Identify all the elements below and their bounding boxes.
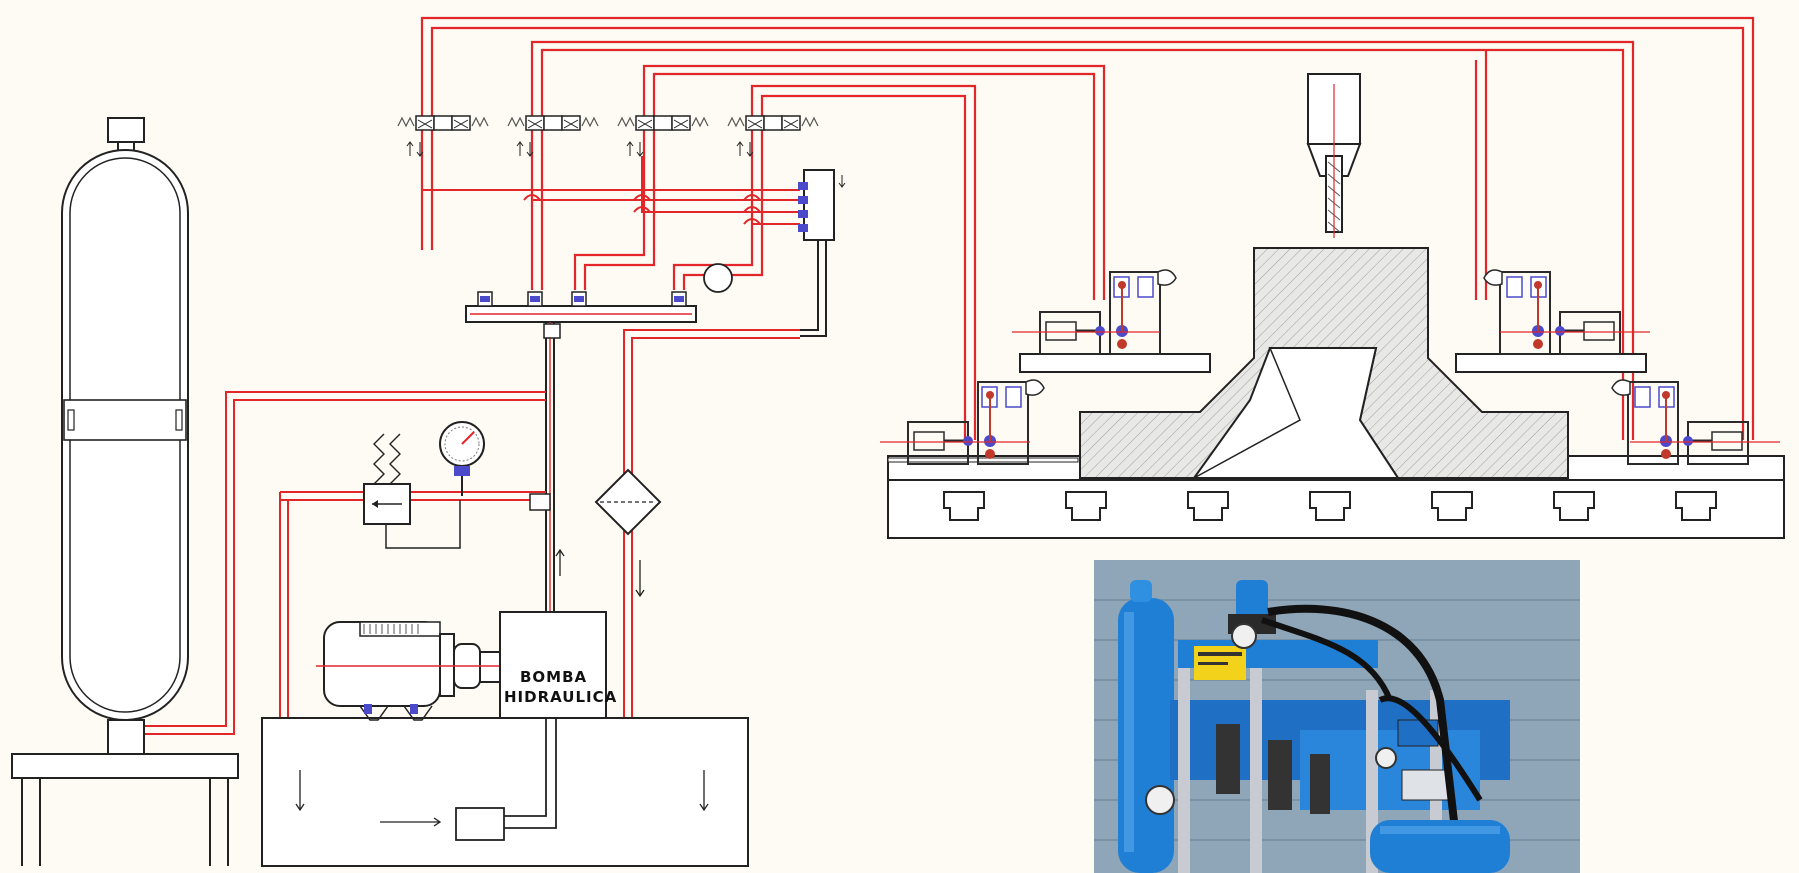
hydraulic-pump: BOMBA HIDRAULICA bbox=[499, 611, 617, 719]
pump-label-line1: BOMBA bbox=[520, 668, 587, 686]
hydraulic-lines-upper bbox=[420, 16, 1755, 440]
pressure-gauge-icon bbox=[439, 421, 485, 496]
valve-bank bbox=[397, 115, 819, 157]
clamp-units bbox=[880, 268, 1780, 466]
clamp-supports bbox=[887, 353, 1647, 463]
pressure-manifold bbox=[465, 263, 733, 323]
oil-tank bbox=[261, 717, 749, 867]
accumulator-line bbox=[144, 391, 546, 735]
cutting-tool bbox=[1306, 73, 1362, 238]
supply-pipe bbox=[543, 322, 565, 612]
workpiece bbox=[1079, 247, 1569, 479]
hydraulic-lines-crossing bbox=[421, 156, 800, 225]
electric-motor-icon bbox=[316, 621, 501, 721]
return-manifold bbox=[798, 169, 846, 337]
filter-icon bbox=[594, 468, 662, 598]
gas-cylinder-icon bbox=[61, 117, 189, 755]
pump-label-line2: HIDRAULICA bbox=[504, 688, 617, 706]
tank-return-line bbox=[623, 329, 800, 800]
line-crossover-bumps bbox=[523, 194, 761, 225]
accumulator-stand bbox=[11, 753, 239, 866]
power-unit-photo bbox=[1094, 560, 1580, 873]
